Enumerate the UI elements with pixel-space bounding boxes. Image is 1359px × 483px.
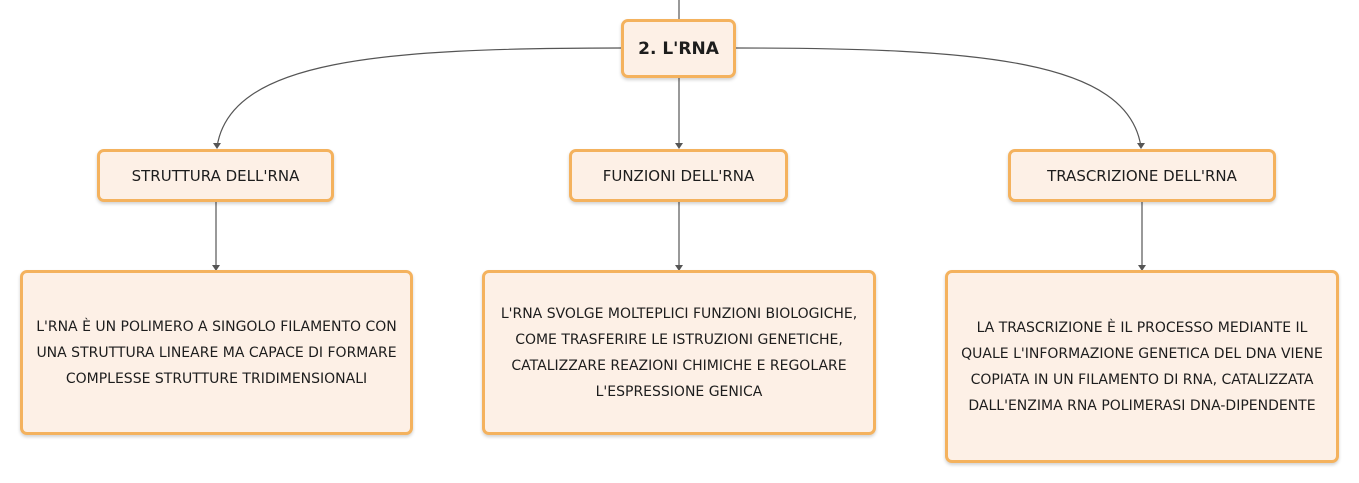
arrowhead-structure-detail bbox=[212, 265, 220, 271]
topic-node-functions[interactable]: FUNZIONI DELL'RNA bbox=[569, 149, 788, 202]
arrowhead-transcription-detail bbox=[1138, 265, 1146, 271]
root-node[interactable]: 2. L'RNA bbox=[621, 19, 736, 78]
connector-root-to-structure bbox=[216, 47, 622, 148]
arrowhead-transcription bbox=[1137, 143, 1145, 149]
arrowhead-structure bbox=[213, 143, 221, 149]
connector-root-to-transcription bbox=[735, 47, 1142, 148]
topic-label: FUNZIONI DELL'RNA bbox=[602, 166, 755, 185]
topic-node-transcription[interactable]: TRASCRIZIONE DELL'RNA bbox=[1008, 149, 1276, 202]
topic-label: STRUTTURA DELL'RNA bbox=[131, 166, 300, 185]
topic-node-structure[interactable]: STRUTTURA DELL'RNA bbox=[97, 149, 334, 202]
detail-text: L'RNA È UN POLIMERO A SINGOLO FILAMENTO … bbox=[36, 318, 397, 387]
detail-text: L'RNA SVOLGE MOLTEPLICI FUNZIONI BIOLOGI… bbox=[500, 305, 858, 400]
detail-node-structure[interactable]: L'RNA È UN POLIMERO A SINGOLO FILAMENTO … bbox=[20, 270, 413, 435]
detail-node-functions[interactable]: L'RNA SVOLGE MOLTEPLICI FUNZIONI BIOLOGI… bbox=[482, 270, 876, 435]
detail-node-transcription[interactable]: LA TRASCRIZIONE È IL PROCESSO MEDIANTE I… bbox=[945, 270, 1339, 463]
arrowhead-functions-detail bbox=[675, 265, 683, 271]
topic-label: TRASCRIZIONE DELL'RNA bbox=[1047, 166, 1237, 185]
arrowhead-functions bbox=[675, 143, 683, 149]
root-label: 2. L'RNA bbox=[638, 38, 719, 59]
detail-text: LA TRASCRIZIONE È IL PROCESSO MEDIANTE I… bbox=[961, 319, 1323, 414]
